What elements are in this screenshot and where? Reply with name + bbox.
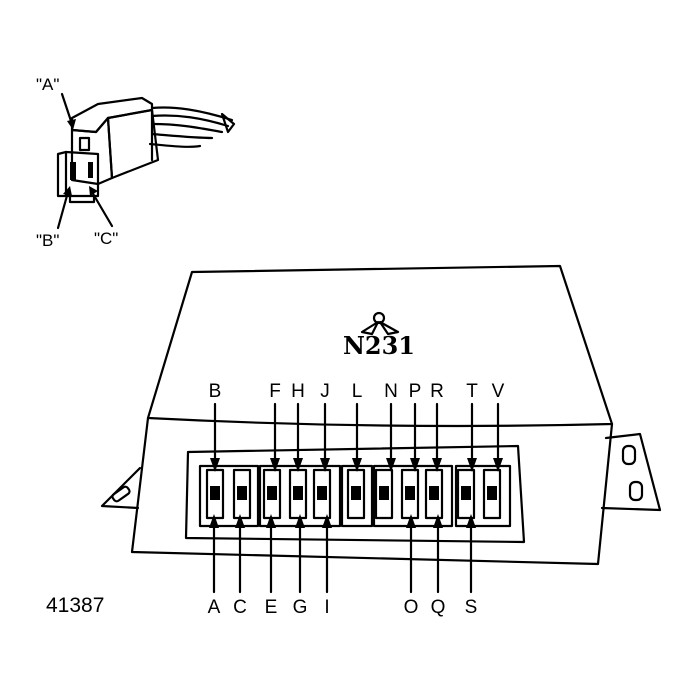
pin-label-g: G <box>293 597 308 618</box>
arrowhead-down-4 <box>320 458 330 472</box>
plug-label-b: "B" <box>36 231 59 250</box>
plug-cavity-c <box>88 162 93 178</box>
arrowhead-up-5 <box>322 514 332 528</box>
pin-label-j: J <box>320 381 330 402</box>
arrowhead-up-4 <box>295 514 305 528</box>
terminal-pin-6 <box>351 486 361 500</box>
harness-plug <box>56 96 236 204</box>
arrowhead-down-8 <box>432 458 442 472</box>
arrowhead-up-2 <box>235 514 245 528</box>
terminal-slot-2 <box>232 468 252 520</box>
arrowhead-up-1 <box>209 514 219 528</box>
module-top <box>146 264 614 428</box>
terminal-group-1 <box>198 464 260 528</box>
terminal-pin-4 <box>293 486 303 500</box>
terminal-slot-7 <box>374 468 394 520</box>
flange-hole-right-upper <box>621 444 637 466</box>
pin-label-t: T <box>466 381 478 402</box>
terminal-pin-3 <box>267 486 277 500</box>
terminal-pin-1 <box>210 486 220 500</box>
terminal-slot-6 <box>346 468 366 520</box>
arrowhead-up-8 <box>466 514 476 528</box>
pin-label-q: Q <box>431 597 446 618</box>
terminal-group-5 <box>454 464 512 528</box>
terminal-slot-11 <box>482 468 502 520</box>
plug-leader-a <box>60 92 74 126</box>
logo-text: N231 <box>343 331 415 360</box>
arrowhead-down-5 <box>352 458 362 472</box>
plug-cavity-a <box>78 136 91 152</box>
terminal-pin-9 <box>429 486 439 500</box>
terminal-pin-2 <box>237 486 247 500</box>
plug-wires <box>148 106 236 148</box>
figure-number: 41387 <box>46 594 104 617</box>
plug-lower-housing <box>56 150 68 198</box>
terminal-arrows <box>209 402 503 594</box>
module-front <box>130 416 614 566</box>
pin-label-i: I <box>324 597 329 618</box>
pin-label-c: C <box>233 597 247 618</box>
terminal-slots <box>205 468 502 520</box>
connector-opening <box>184 444 526 544</box>
flange-hole-left <box>111 485 131 503</box>
pin-label-a: A <box>208 597 221 618</box>
terminal-slot-5 <box>312 468 332 520</box>
arrowhead-down-7 <box>410 458 420 472</box>
pin-label-o: O <box>404 597 419 618</box>
arrowhead-down-9 <box>467 458 477 472</box>
flange-hole-right-lower <box>628 480 644 502</box>
pin-label-h: H <box>291 381 305 402</box>
terminal-pin-5 <box>317 486 327 500</box>
pin-label-e: E <box>265 597 278 618</box>
module-flange-right <box>600 432 662 512</box>
plug-cavity-b <box>70 162 76 180</box>
plug-label-c: "C" <box>94 229 118 248</box>
arrowhead-down-6 <box>386 458 396 472</box>
pin-label-s: S <box>465 597 478 618</box>
pin-label-r: R <box>430 381 444 402</box>
plug-label-a: "A" <box>36 75 59 94</box>
terminal-pin-10 <box>461 486 471 500</box>
pin-label-p: P <box>409 381 422 402</box>
terminal-slot-9 <box>424 468 444 520</box>
terminal-slot-10 <box>456 468 476 520</box>
pin-label-f: F <box>269 381 281 402</box>
plug-leader-b <box>56 190 70 230</box>
terminal-groups <box>198 464 512 528</box>
arrowhead-down-1 <box>210 458 220 472</box>
arrowhead-down-10 <box>493 458 503 472</box>
pin-label-b: B <box>209 381 222 402</box>
arrowhead-up-3 <box>266 514 276 528</box>
arrowhead-down-3 <box>293 458 303 472</box>
arrowhead-up-7 <box>433 514 443 528</box>
terminal-pin-11 <box>487 486 497 500</box>
terminal-pin-8 <box>405 486 415 500</box>
plug-leader-c <box>90 190 114 228</box>
pin-label-n: N <box>384 381 398 402</box>
terminal-pin-7 <box>379 486 389 500</box>
pin-label-l: L <box>352 381 363 402</box>
module-logo: N231 <box>343 311 415 360</box>
plug-body-top <box>70 96 154 134</box>
arrowhead-up-6 <box>406 514 416 528</box>
control-module: N231 <box>100 264 662 594</box>
arrowhead-down-2 <box>270 458 280 472</box>
pin-label-v: V <box>492 381 505 402</box>
module-flange-left <box>100 466 142 510</box>
